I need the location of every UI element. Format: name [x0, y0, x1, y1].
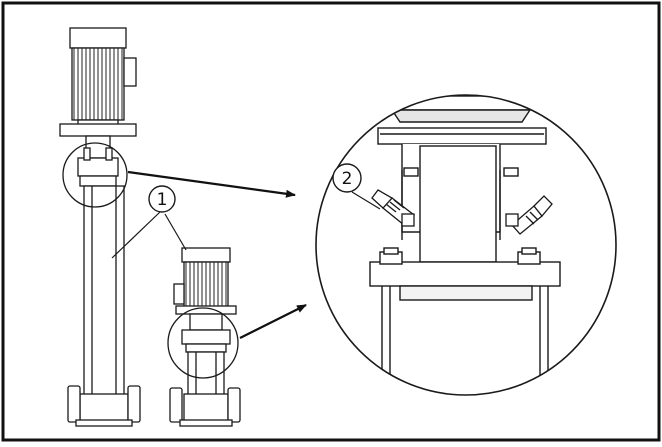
small-pump-motor-body [183, 261, 229, 309]
callout-2: 2 [332, 163, 381, 210]
arrow-to-detail-from-tall [127, 170, 296, 198]
tall-pump-flange [59, 123, 137, 137]
small-pump [169, 247, 241, 427]
small-pump-terminal-box [173, 283, 185, 305]
tall-pump-base [79, 393, 129, 423]
callout-1-label: 1 [157, 190, 168, 210]
callout-1: 1 [111, 185, 187, 259]
small-pump-magnifier-circle [167, 307, 239, 379]
callout-1-circle [148, 185, 176, 213]
callout-2-label: 2 [342, 169, 353, 189]
tall-pump-motor-body [71, 47, 125, 121]
tall-pump-magnifier-circle [62, 142, 128, 208]
detail-base-flange [369, 261, 561, 287]
tall-pump-column [83, 185, 125, 397]
callout-1-leader-small [164, 213, 187, 251]
detail-mounting-flange [377, 127, 547, 145]
small-pump-inlet-flange [169, 387, 183, 423]
tall-pump-outlet-flange [127, 385, 141, 423]
arrow-to-detail-from-small [239, 304, 307, 339]
tall-pump-motor-top [69, 27, 127, 49]
detail-shaft-housing [419, 145, 497, 263]
small-pump-base [183, 393, 229, 423]
tall-pump-terminal-box [123, 57, 137, 87]
callout-1-leader-tall [111, 211, 161, 259]
vent-valve-right [505, 195, 553, 235]
callout-2-circle [332, 163, 362, 193]
small-pump-outlet-flange [227, 387, 241, 423]
callout-2-leader [351, 191, 381, 210]
vent-valve-left [371, 189, 415, 227]
detail-view-circle [315, 94, 617, 396]
small-pump-motor-top [181, 247, 231, 263]
tall-pump-inlet-flange [67, 385, 81, 423]
detail-view [315, 94, 617, 396]
tall-pump [59, 27, 141, 427]
